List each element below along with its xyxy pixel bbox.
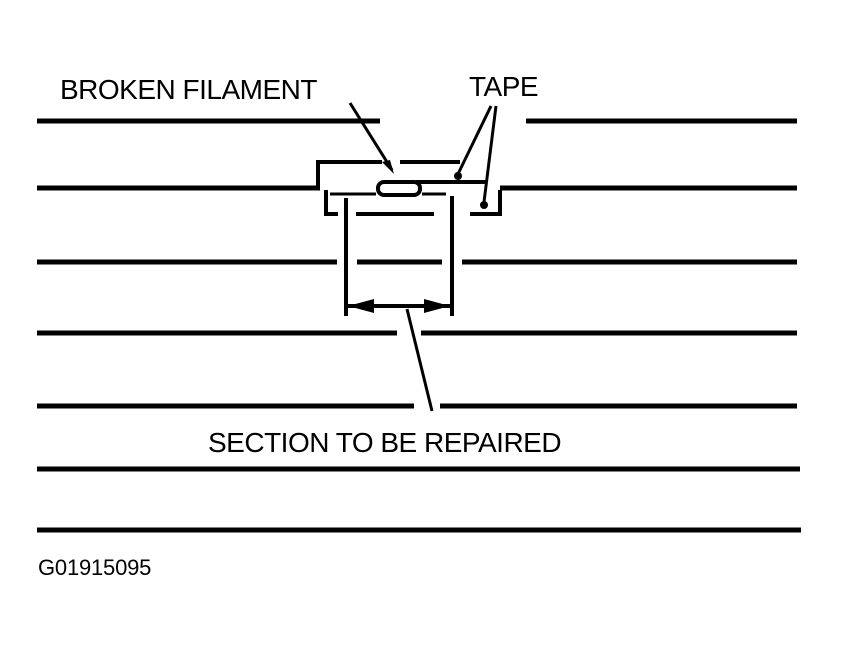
heater-grid-lines bbox=[37, 118, 801, 533]
broken-filament-ellipse bbox=[376, 180, 422, 197]
tape-leader-right bbox=[482, 105, 498, 203]
tape-label: TAPE bbox=[469, 71, 539, 102]
bracket-arrow-left bbox=[348, 299, 374, 313]
tape-leader-left bbox=[456, 105, 493, 175]
lower-tape bbox=[324, 190, 502, 216]
tape-leader-dot-lower bbox=[480, 201, 488, 209]
broken-filament-leader bbox=[348, 102, 394, 171]
bracket-arrow-right bbox=[424, 299, 450, 313]
section-leader bbox=[405, 308, 434, 412]
section-to-be-repaired-label: SECTION TO BE REPAIRED bbox=[208, 427, 562, 458]
leader-lines bbox=[348, 102, 498, 412]
broken-filament-arrowhead bbox=[382, 160, 394, 174]
broken-filament-label: BROKEN FILAMENT bbox=[60, 74, 317, 105]
tape-leader-dot-upper bbox=[454, 172, 462, 180]
figure-id: G01915095 bbox=[38, 555, 152, 580]
upper-tape bbox=[316, 160, 486, 186]
